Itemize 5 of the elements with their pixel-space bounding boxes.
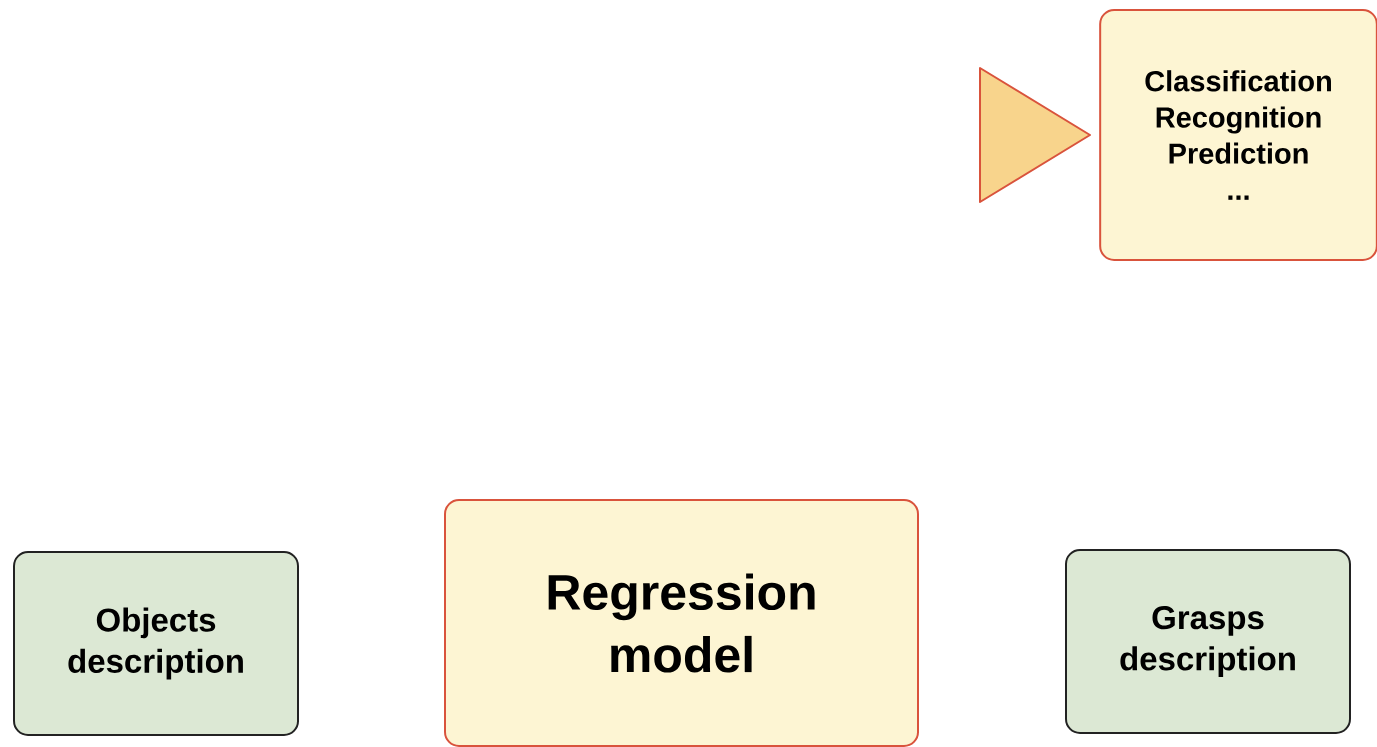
process-box: Regression model xyxy=(444,499,919,747)
process-box: Classification Recognition Prediction ... xyxy=(1099,9,1377,261)
triangle xyxy=(979,67,1091,203)
process-box: Objects description xyxy=(13,551,299,736)
process-box: Grasps description xyxy=(1065,549,1351,734)
